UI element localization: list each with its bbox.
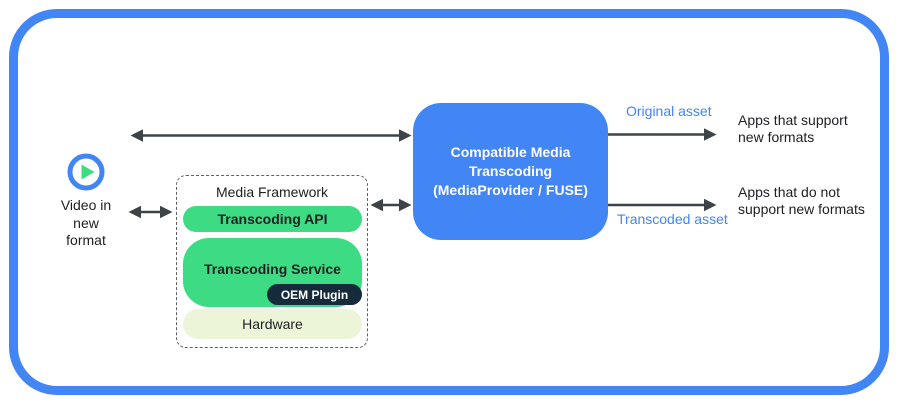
hardware-block: Hardware [183,309,362,339]
apps-no-support-label: Apps that do not support new formats [738,184,865,217]
video-source-label: Video in new format [60,197,112,248]
apps-support-label: Apps that support new formats [738,112,848,145]
oem-plugin-block: OEM Plugin [267,284,362,305]
transcoded-asset-label: Transcoded asset [617,211,728,227]
media-framework-title: Media Framework [215,184,329,200]
media-framework-box: Media Framework Transcoding API Transcod… [176,175,368,348]
transcoding-api-block: Transcoding API [183,206,362,232]
transcoding-service-label: Transcoding Service [204,260,341,277]
transcoding-service-block: Transcoding Service OEM Plugin [183,238,362,307]
play-icon [66,152,106,192]
original-asset-label: Original asset [626,103,712,119]
compatible-media-transcoding-box: Compatible Media Transcoding (MediaProvi… [413,103,608,240]
